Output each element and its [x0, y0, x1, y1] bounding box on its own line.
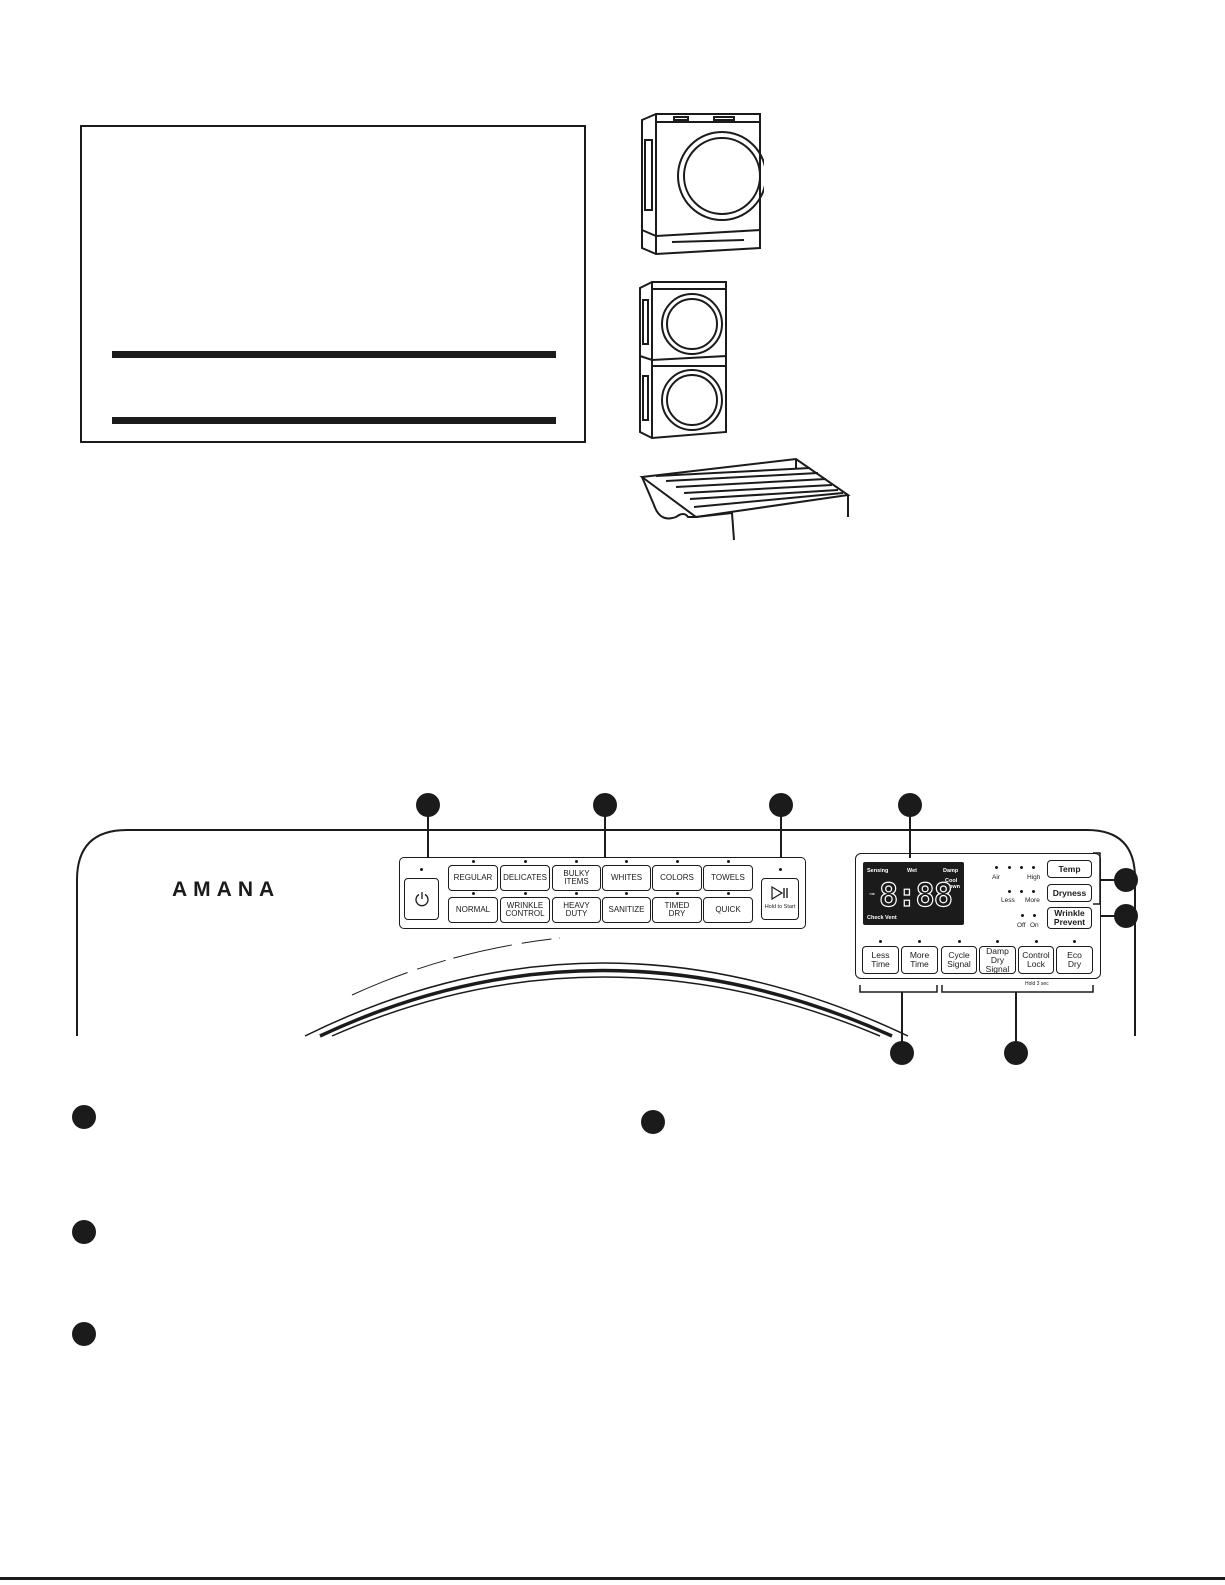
cycle-button-heavy-duty[interactable]: HEAVY DUTY: [552, 892, 601, 923]
wrinkle-pip-off: [1021, 914, 1024, 917]
start-pause-button[interactable]: Hold to Start: [761, 868, 799, 920]
cycle-button-delicates[interactable]: DELICATES: [500, 860, 550, 891]
dryness-pip-1: [1008, 890, 1011, 893]
temp-high-label: High: [1027, 874, 1041, 881]
lcd-cool-down: Cool Down: [945, 878, 960, 890]
dryness-button[interactable]: Dryness: [1047, 884, 1092, 902]
power-button[interactable]: [404, 868, 439, 920]
cycle-button-colors[interactable]: COLORS: [652, 860, 702, 891]
callout-4-dot: [898, 793, 922, 817]
callout-5-dot: [1114, 868, 1138, 892]
legend-dot-4: [641, 1110, 665, 1134]
lcd-wet: Wet: [907, 868, 917, 874]
cycle-signal-button[interactable]: Cycle Signal: [941, 940, 977, 974]
control-lock-button[interactable]: Control Lock: [1018, 940, 1054, 974]
cycle-button-whites[interactable]: WHITES: [602, 860, 651, 891]
legend-dot-1: [72, 1105, 96, 1129]
cycle-strip: [399, 857, 806, 929]
wrinkle-off-label: Off: [1017, 922, 1026, 929]
lcd-damp: Damp: [943, 868, 959, 874]
temp-pip-3: [1020, 866, 1023, 869]
wrinkle-prevent-button[interactable]: Wrinkle Prevent: [1047, 907, 1092, 929]
settings-panel: [855, 853, 1101, 979]
callout-3-dot: [769, 793, 793, 817]
temp-button[interactable]: Temp: [1047, 860, 1092, 878]
dryer-on-pedestal-illustration: [641, 113, 764, 256]
start-caption: Hold to Start: [764, 904, 796, 911]
wrinkle-on-label: On: [1030, 922, 1039, 929]
temp-pip-1: [995, 866, 998, 869]
temp-pip-4: [1032, 866, 1035, 869]
damp-dry-signal-button[interactable]: Damp Dry Signal: [979, 940, 1016, 974]
more-time-button[interactable]: More Time: [901, 940, 938, 974]
callout-1-dot: [416, 793, 440, 817]
temp-pip-2: [1008, 866, 1011, 869]
power-icon: [414, 892, 429, 907]
start-led: [778, 868, 782, 871]
less-time-button[interactable]: Less Time: [862, 940, 899, 974]
lcd-lock-icon: ⊸: [869, 891, 875, 898]
cycle-button-timed-dry[interactable]: TIMED DRY: [652, 892, 702, 923]
cycle-button-quick[interactable]: QUICK: [703, 892, 753, 923]
dryness-pip-3: [1032, 890, 1035, 893]
power-led: [420, 868, 423, 871]
callout-6-dot: [1114, 904, 1138, 928]
eco-dry-button[interactable]: Eco Dry: [1056, 940, 1093, 974]
lcd-digits: 8:88: [878, 875, 953, 914]
callout-2-dot: [593, 793, 617, 817]
cycle-button-sanitize[interactable]: SANITIZE: [602, 892, 651, 923]
drying-rack-illustration: [639, 457, 851, 541]
box-rule-bottom: [112, 417, 556, 424]
wrinkle-pip-on: [1033, 914, 1036, 917]
stacked-units-illustration: [639, 281, 727, 440]
info-box: [80, 125, 586, 443]
cycle-button-regular[interactable]: REGULAR: [448, 860, 498, 891]
callout-7-dot: [890, 1041, 914, 1065]
lcd-display: Sensing Wet Damp Cool Down ⊸ 8:88 Check …: [863, 862, 964, 925]
lcd-check-vent: Check Vent: [867, 915, 897, 921]
hold-3-sec-caption: Hold 3 sec: [1025, 981, 1049, 987]
legend-dot-2: [72, 1220, 96, 1244]
box-rule-top: [112, 351, 556, 358]
page-bottom-rule: [0, 1577, 1225, 1580]
cycle-button-normal[interactable]: NORMAL: [448, 892, 498, 923]
cycle-button-bulky-items[interactable]: BULKY ITEMS: [552, 860, 601, 891]
lcd-sensing: Sensing: [867, 868, 889, 874]
legend-dot-3: [72, 1322, 96, 1346]
temp-low-label: Air: [992, 874, 1000, 881]
callout-8-dot: [1004, 1041, 1028, 1065]
dryness-pip-2: [1020, 890, 1023, 893]
dryness-high-label: More: [1025, 897, 1040, 904]
cycle-button-wrinkle-control[interactable]: WRINKLE CONTROL: [500, 892, 550, 923]
cycle-button-towels[interactable]: TOWELS: [703, 860, 753, 891]
play-pause-icon: [771, 886, 788, 901]
brand-logo: AMANA: [172, 878, 281, 901]
dryness-low-label: Less: [1001, 897, 1015, 904]
